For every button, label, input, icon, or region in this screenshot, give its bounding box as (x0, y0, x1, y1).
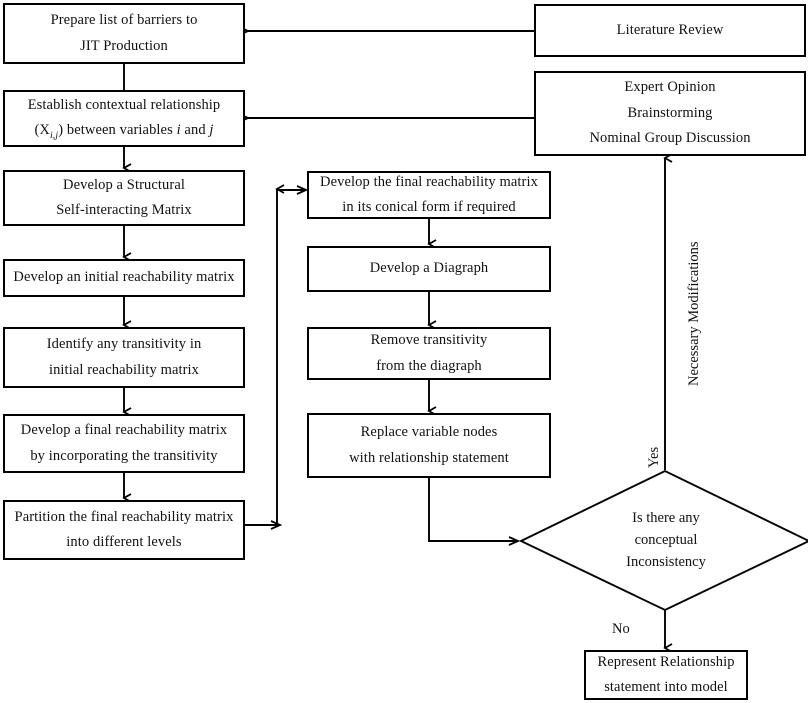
variable-j: j (209, 122, 214, 139)
node-partition-matrix-line2: into different levels (66, 534, 182, 550)
node-final-reachability-line1: Develop a final reachability matrix (20, 422, 228, 439)
node-conical-form[interactable]: Develop the final reachability matrix in… (307, 171, 551, 219)
x-prefix: (X (34, 122, 50, 139)
x-subscript: i,j (49, 130, 59, 142)
node-structural-matrix-line2: Self-interacting Matrix (56, 202, 192, 218)
node-literature-review[interactable]: Literature Review (534, 4, 806, 57)
node-prepare-barriers-line1: Prepare list of barriers to (50, 12, 198, 29)
node-conical-form-line1: Develop the final reachability matrix (320, 173, 538, 190)
connector-replace-to-decision (428, 478, 518, 541)
node-remove-transitivity-line1: Remove transitivity (370, 332, 488, 349)
node-expert-opinion-line3: Nominal Group Discussion (589, 130, 751, 147)
node-identify-transitivity[interactable]: Identify any transitivity in initial rea… (3, 327, 245, 388)
node-initial-reachability[interactable]: Develop an initial reachability matrix (3, 259, 245, 297)
node-initial-reachability-line1: Develop an initial reachability matrix (13, 269, 235, 286)
node-partition-matrix[interactable]: Partition the final reachability matrix … (3, 500, 245, 560)
node-develop-diagraph-line1: Develop a Diagraph (369, 260, 489, 277)
node-final-reachability[interactable]: Develop a final reachability matrix by i… (3, 414, 245, 473)
node-establish-relationship[interactable]: Establish contextual relationship (Xi,j)… (3, 90, 245, 147)
node-represent-relationship-line2: statement into model (604, 679, 728, 695)
node-represent-relationship-line1: Represent Relationship (597, 653, 735, 670)
node-prepare-barriers[interactable]: Prepare list of barriers to JIT Producti… (3, 3, 245, 64)
edge-label-necessary-modifications: Necessary Modifications (686, 241, 702, 386)
node-final-reachability-line2: by incorporating the transitivity (30, 447, 218, 464)
node-remove-transitivity-line2: from the diagraph (376, 357, 482, 374)
node-expert-opinion-line1: Expert Opinion (624, 79, 716, 96)
decision-diamond-shape (518, 469, 808, 612)
x-mid: and (180, 122, 210, 139)
node-literature-review-line1: Literature Review (616, 21, 724, 38)
node-represent-relationship[interactable]: Represent Relationship statement into mo… (584, 650, 748, 700)
edge-label-yes: Yes (646, 446, 662, 468)
x-suffix: ) between variables (58, 122, 177, 139)
node-replace-nodes[interactable]: Replace variable nodes with relationship… (307, 413, 551, 478)
node-remove-transitivity[interactable]: Remove transitivity from the diagraph (307, 327, 551, 380)
node-prepare-barriers-line2: JIT Production (80, 37, 168, 54)
node-expert-opinion[interactable]: Expert Opinion Brainstorming Nominal Gro… (534, 71, 806, 156)
node-establish-relationship-line2: (Xi,j) between variables i and j (34, 118, 213, 144)
node-develop-diagraph[interactable]: Develop a Diagraph (307, 246, 551, 292)
edge-label-no: No (612, 621, 630, 637)
node-identify-transitivity-line1: Identify any transitivity in (46, 336, 202, 353)
node-partition-matrix-line1: Partition the final reachability matrix (14, 508, 234, 525)
node-establish-relationship-line1: Establish contextual relationship (27, 96, 221, 113)
node-expert-opinion-line2: Brainstorming (627, 104, 713, 121)
node-replace-nodes-line2: with relationship statement (349, 449, 509, 466)
node-conical-form-line2: in its conical form if required (342, 199, 516, 215)
node-identify-transitivity-line2: initial reachability matrix (48, 361, 200, 378)
node-structural-matrix[interactable]: Develop a Structural Self-interacting Ma… (3, 170, 245, 226)
node-replace-nodes-line1: Replace variable nodes (360, 424, 498, 441)
node-structural-matrix-line1: Develop a Structural (63, 176, 185, 193)
variable-i: i (176, 122, 181, 139)
